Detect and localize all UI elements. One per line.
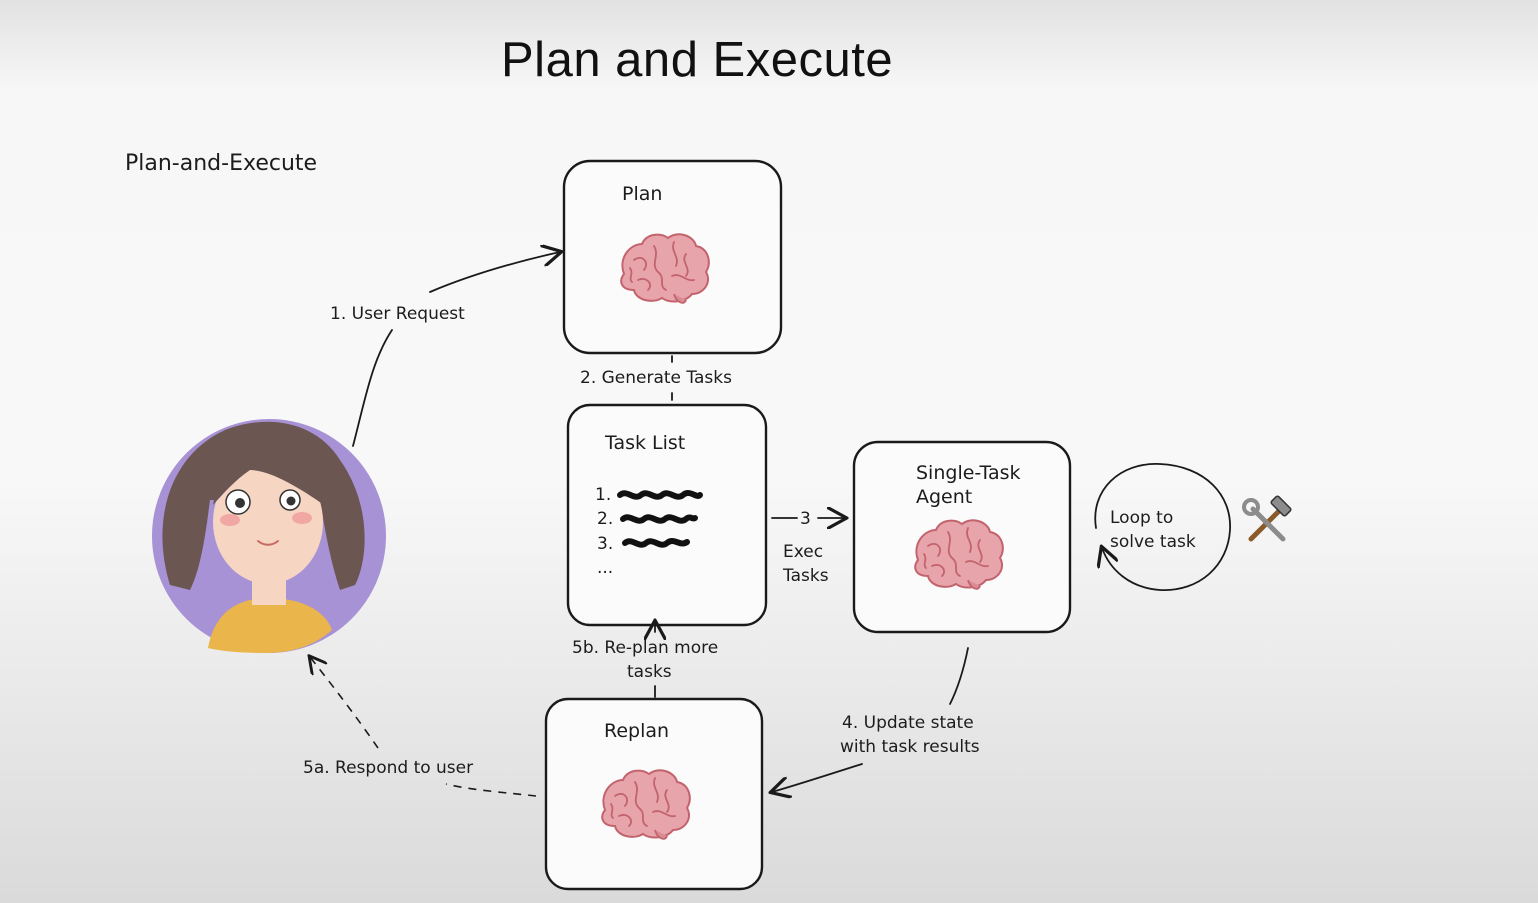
edge-respond-to-user: 5a. Respond to user	[303, 657, 537, 797]
loop-label-line2: solve task	[1110, 532, 1196, 552]
task-item-1-number: 1.	[595, 485, 611, 505]
task-3-scribble	[622, 538, 690, 548]
avatar-hair	[162, 421, 365, 590]
avatar-pupil-left	[235, 498, 245, 508]
generate-tasks-label: 2. Generate Tasks	[580, 368, 732, 388]
plan-node: Plan	[562, 159, 783, 355]
loop-arrow	[1094, 463, 1231, 591]
hammer-and-wrench-icon	[1242, 495, 1292, 542]
exec-label-line1: Exec	[783, 542, 823, 562]
plan-label: Plan	[622, 183, 662, 205]
edge-replan-more-tasks: 5b. Re-plan more tasks	[572, 622, 718, 698]
brain-icon	[914, 519, 1004, 590]
exec-number: 3	[800, 509, 811, 529]
replan-node: Replan	[544, 697, 764, 891]
task-1-scribble	[617, 490, 703, 500]
brain-icon	[620, 233, 710, 304]
edge-exec-tasks: 3 Exec Tasks	[771, 509, 845, 586]
task-list-title: Task List	[604, 432, 685, 454]
task-item-more: ...	[597, 558, 613, 578]
brain-icon	[601, 769, 691, 840]
user-avatar	[152, 419, 386, 653]
avatar-pupil-right	[286, 496, 296, 506]
user-request-label: 1. User Request	[330, 304, 465, 324]
user-request-arrow	[429, 252, 560, 293]
update-line-upper	[949, 647, 969, 705]
agent-label-line2: Agent	[916, 486, 972, 508]
task-2-scribble	[620, 514, 698, 524]
agent-label-line1: Single-Task	[916, 462, 1021, 484]
page-title: Plan and Execute	[501, 33, 894, 87]
task-list-node: Task List 1. 2. 3. ...	[566, 403, 768, 627]
task-item-2-number: 2.	[597, 509, 613, 529]
exec-label-line2: Tasks	[782, 566, 829, 586]
avatar-bangs	[213, 453, 325, 505]
replan-more-label-line1: 5b. Re-plan more	[572, 638, 718, 658]
loop-label-line1: Loop to	[1110, 508, 1173, 528]
respond-line-lower	[445, 783, 537, 797]
edge-user-request: 1. User Request	[330, 252, 560, 447]
update-label-line2: with task results	[840, 737, 980, 757]
avatar-cheek-left	[220, 514, 240, 526]
avatar-mouth	[257, 540, 279, 546]
update-arrow	[772, 763, 863, 792]
update-label-line1: 4. Update state	[842, 713, 974, 733]
avatar-cheek-right	[292, 512, 312, 524]
edge-generate-tasks: 2. Generate Tasks	[580, 355, 732, 401]
edge-loop: Loop to solve task	[1094, 463, 1231, 591]
user-request-line-lower	[352, 329, 393, 447]
replan-more-label-line2: tasks	[627, 662, 672, 682]
edge-update-state: 4. Update state with task results	[772, 647, 980, 792]
respond-arrow	[310, 657, 379, 749]
respond-label: 5a. Respond to user	[303, 758, 473, 778]
task-item-3-number: 3.	[597, 534, 613, 554]
replan-label: Replan	[604, 720, 669, 742]
avatar-shirt	[208, 598, 332, 653]
diagram-subtitle: Plan-and-Execute	[125, 151, 317, 176]
single-task-agent-node: Single-Task Agent	[852, 440, 1072, 634]
